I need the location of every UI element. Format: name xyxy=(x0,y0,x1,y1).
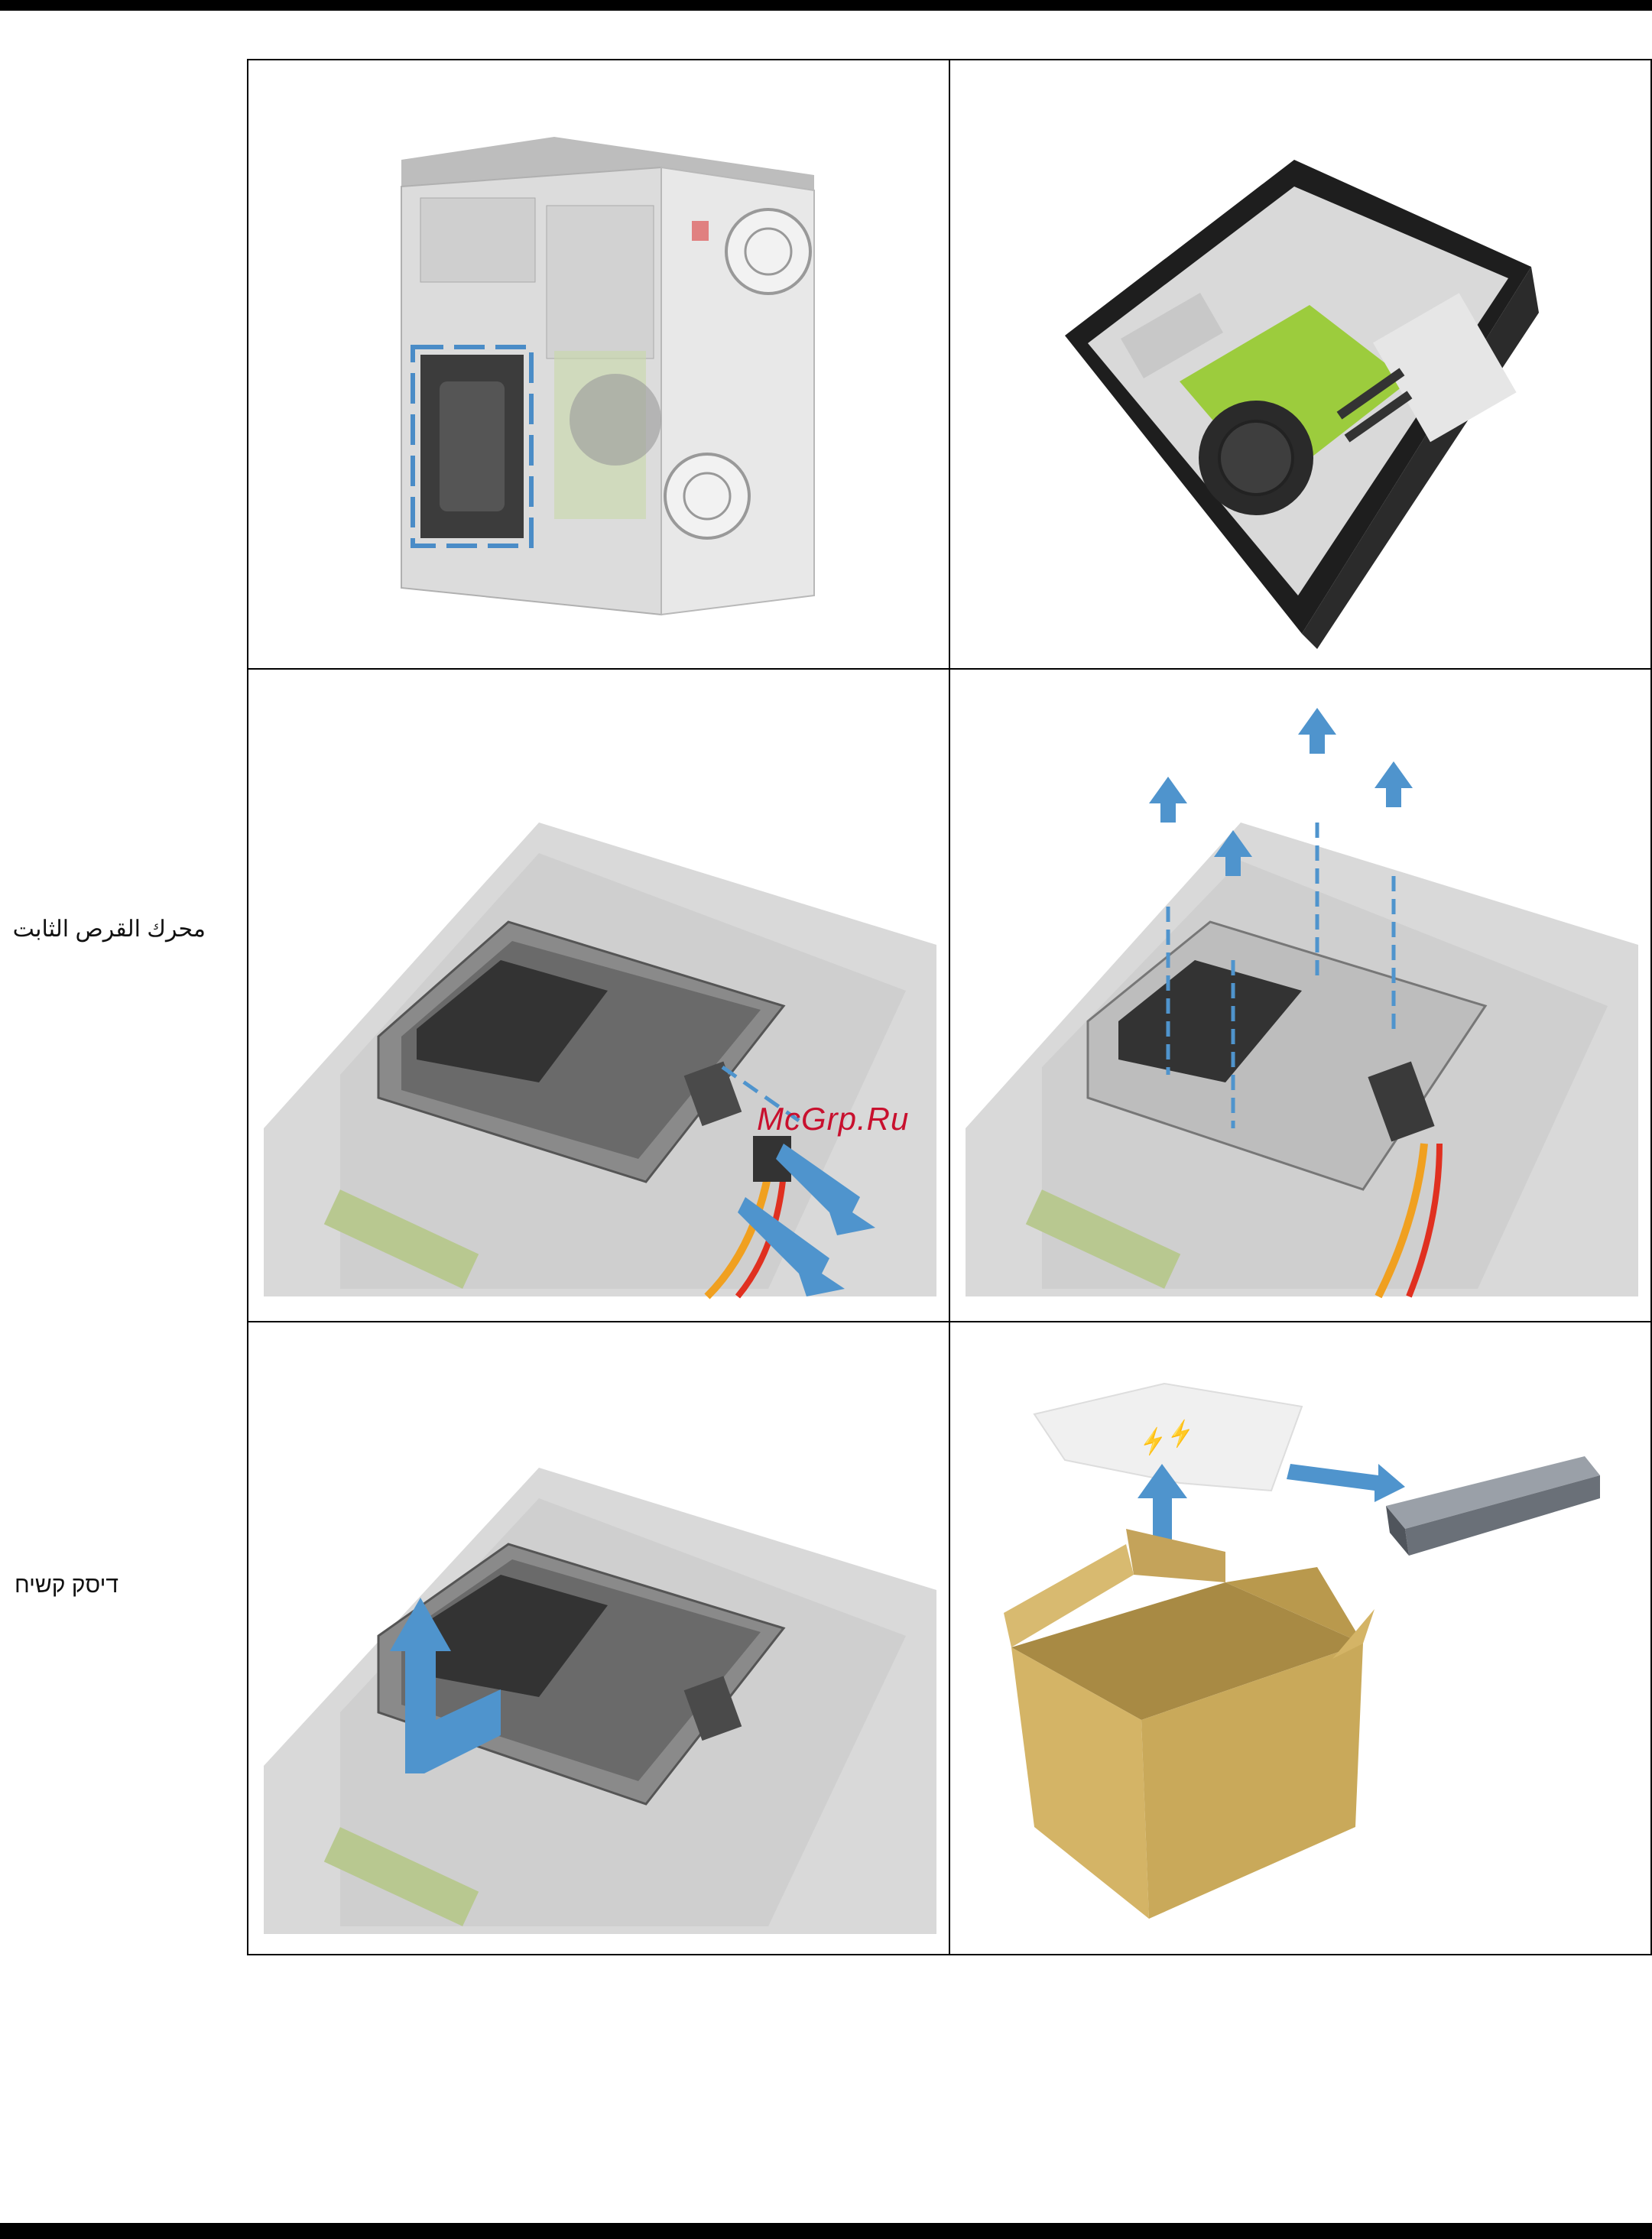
desktop-tower-icon xyxy=(248,60,949,668)
panel-lift-drive-cage xyxy=(248,1322,949,1955)
panel-open-chassis xyxy=(949,60,1651,669)
unboxing-icon: ⚡⚡ xyxy=(950,1322,1650,1954)
cable-disconnect-icon xyxy=(248,670,949,1321)
panel-unpack-hard-drive: ⚡⚡ xyxy=(949,1322,1651,1955)
panel-tower-drive-cage xyxy=(248,60,949,669)
side-label-hebrew: דיסק קשיח xyxy=(15,1572,118,1598)
top-rule xyxy=(0,0,1652,11)
illustration-grid: ⚡⚡ xyxy=(247,59,1652,1955)
panel-disconnect-cables xyxy=(248,669,949,1322)
panel-remove-screws xyxy=(949,669,1651,1322)
open-case-icon xyxy=(950,60,1650,668)
arrow-icon xyxy=(1287,1464,1405,1502)
side-label-arabic: محرك القرص الثابت xyxy=(13,916,206,943)
bottom-rule xyxy=(0,2223,1652,2239)
watermark: McGrp.Ru xyxy=(757,1101,909,1137)
screw-removal-icon xyxy=(950,670,1650,1321)
cage-lift-icon xyxy=(248,1322,949,1954)
